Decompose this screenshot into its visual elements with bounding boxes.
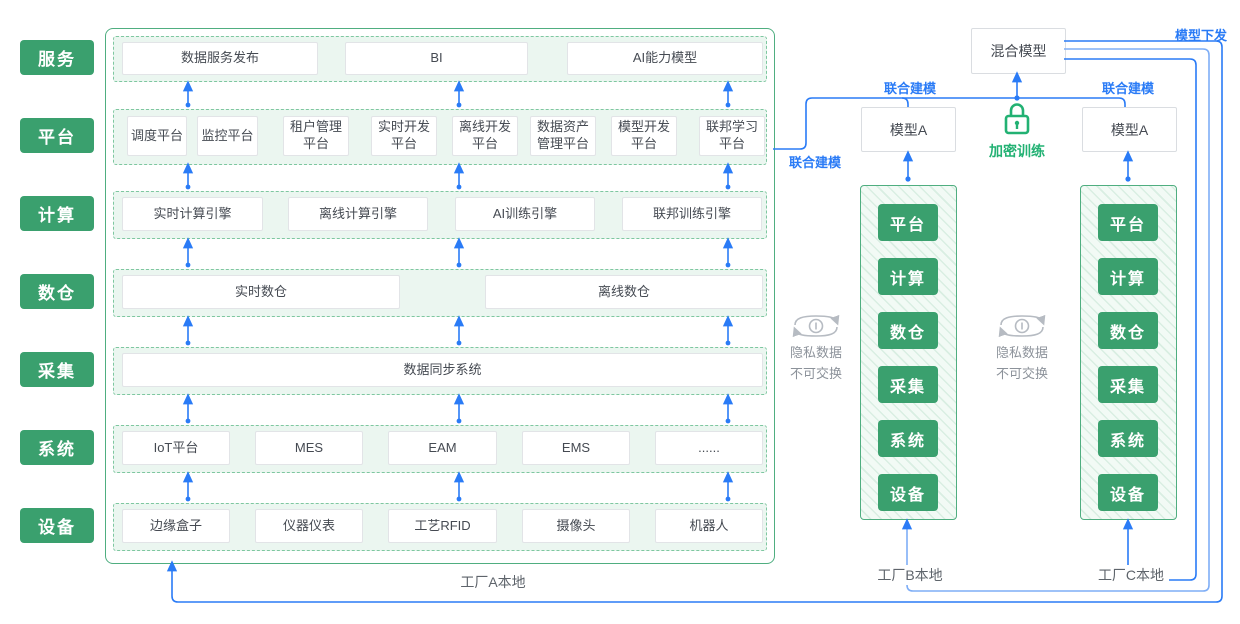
factory-b-layer: 数仓 — [878, 312, 938, 349]
privacy-note-right: 隐私数据 不可交换 — [988, 342, 1056, 384]
device-box: 仪器仪表 — [255, 509, 363, 543]
privacy-note-line: 隐私数据 — [789, 345, 842, 360]
joint-modeling-branch-left — [901, 97, 909, 107]
compute-box: 联邦训练引擎 — [622, 197, 762, 231]
joint-modeling-label-mid: 联合建模 — [883, 81, 936, 96]
service-box: AI能力模型 — [567, 42, 763, 75]
factory-c-layer: 数仓 — [1098, 312, 1158, 349]
factory-a-label: 工厂A本地 — [455, 572, 531, 592]
platform-box: 数据资产管理平台 — [530, 116, 596, 156]
factory-c-layer: 计算 — [1098, 258, 1158, 295]
factory-b-layer: 平台 — [878, 204, 938, 241]
service-box: BI — [345, 42, 528, 75]
system-box: ...... — [655, 431, 763, 465]
joint-modeling-label-right: 联合建模 — [1101, 81, 1154, 96]
factory-c-label: 工厂C本地 — [1093, 565, 1169, 585]
factory-c-layer: 采集 — [1098, 366, 1158, 403]
factory-b-box: 平台 计算 数仓 采集 系统 设备 — [860, 185, 957, 520]
sidebar-layer-compute: 计算 — [20, 196, 94, 231]
system-box: IoT平台 — [122, 431, 230, 465]
platform-box: 监控平台 — [197, 116, 258, 156]
sidebar-layer-warehouse: 数仓 — [20, 274, 94, 309]
platform-box: 租户管理平台 — [283, 116, 349, 156]
sidebar-layer-platform: 平台 — [20, 118, 94, 153]
lock-icon — [1001, 101, 1033, 137]
compute-box: 离线计算引擎 — [288, 197, 428, 231]
platform-box: 联邦学习平台 — [699, 116, 765, 156]
sidebar-layer-device: 设备 — [20, 508, 94, 543]
collect-box: 数据同步系统 — [122, 353, 763, 387]
model-distribution-label: 模型下发 — [1174, 28, 1227, 43]
factory-c-box: 平台 计算 数仓 采集 系统 设备 — [1080, 185, 1177, 520]
platform-box: 实时开发平台 — [371, 116, 437, 156]
service-box: 数据服务发布 — [122, 42, 318, 75]
factory-b-label: 工厂B本地 — [872, 565, 948, 585]
no-exchange-icon — [790, 312, 842, 340]
model-a-box-right: 模型A — [1082, 107, 1177, 152]
factory-c-layer: 系统 — [1098, 420, 1158, 457]
hybrid-model-box: 混合模型 — [971, 28, 1066, 74]
compute-box: 实时计算引擎 — [122, 197, 263, 231]
encrypted-training-label: 加密训练 — [989, 143, 1045, 159]
joint-modeling-label-left: 联合建模 — [788, 155, 841, 170]
factory-c-layer: 设备 — [1098, 474, 1158, 511]
warehouse-box: 离线数仓 — [485, 275, 763, 309]
platform-box: 离线开发平台 — [452, 116, 518, 156]
platform-box: 模型开发平台 — [611, 116, 677, 156]
factory-b-layer: 采集 — [878, 366, 938, 403]
sidebar-layer-collect: 采集 — [20, 352, 94, 387]
privacy-note-line: 不可交换 — [995, 366, 1048, 381]
factory-b-layer: 计算 — [878, 258, 938, 295]
sidebar-layer-service: 服务 — [20, 40, 94, 75]
device-box: 边缘盒子 — [122, 509, 230, 543]
factory-b-layer: 系统 — [878, 420, 938, 457]
device-box: 机器人 — [655, 509, 763, 543]
platform-box: 调度平台 — [127, 116, 187, 156]
system-box: EAM — [388, 431, 497, 465]
privacy-note-line: 不可交换 — [789, 366, 842, 381]
factory-b-layer: 设备 — [878, 474, 938, 511]
privacy-note-line: 隐私数据 — [995, 345, 1048, 360]
device-box: 摄像头 — [522, 509, 630, 543]
sidebar-layer-system: 系统 — [20, 430, 94, 465]
system-box: MES — [255, 431, 363, 465]
device-box: 工艺RFID — [388, 509, 497, 543]
warehouse-box: 实时数仓 — [122, 275, 400, 309]
privacy-note-left: 隐私数据 不可交换 — [782, 342, 850, 384]
compute-box: AI训练引擎 — [455, 197, 595, 231]
no-exchange-icon — [996, 312, 1048, 340]
system-box: EMS — [522, 431, 630, 465]
model-a-box-left: 模型A — [861, 107, 956, 152]
factory-c-layer: 平台 — [1098, 204, 1158, 241]
